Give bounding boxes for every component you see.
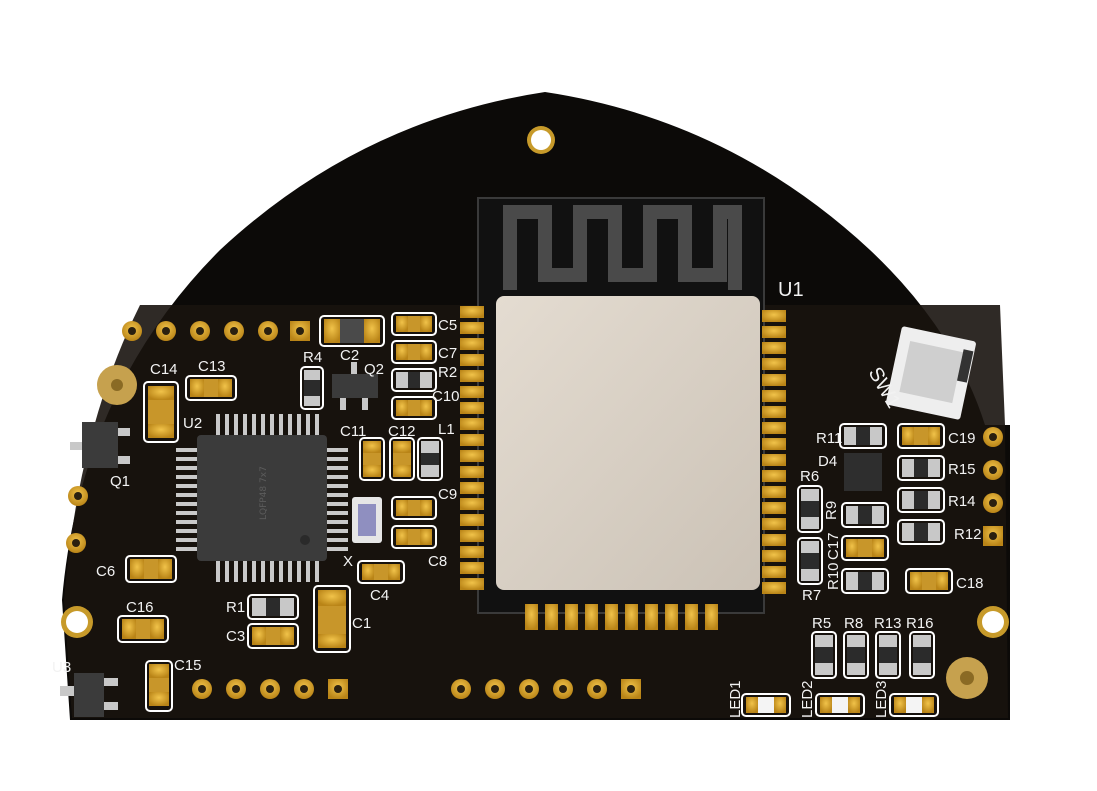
label-led1: LED1 [727,680,744,718]
label-c2: C2 [340,347,359,364]
label-c3: C3 [226,628,245,645]
label-l1: L1 [438,421,455,438]
label-c11: C11 [340,423,366,440]
label-r14: R14 [948,493,976,510]
label-c13: C13 [198,358,226,375]
label-c16: C16 [126,599,154,616]
label-q1: Q1 [110,473,130,490]
label-r9: R9 [823,501,840,520]
label-r11: R11 [816,430,842,447]
label-r13: R13 [874,615,902,632]
label-r15: R15 [948,461,976,478]
label-c15: C15 [174,657,202,674]
label-r8: R8 [844,615,863,632]
label-q2: Q2 [364,361,384,378]
label-r4: R4 [303,349,322,366]
label-c18: C18 [956,575,984,592]
label-c10: C10 [432,388,460,405]
label-c19: C19 [948,430,976,447]
label-c4: C4 [370,587,389,604]
label-r10: R10 [825,562,842,590]
label-led2: LED2 [799,680,816,718]
label-r1: R1 [226,599,245,616]
label-r12: R12 [954,526,982,543]
label-r2: R2 [438,364,457,381]
label-led3: LED3 [873,680,890,718]
label-r6: R6 [800,468,819,485]
label-r7: R7 [802,587,821,604]
label-d4: D4 [818,453,837,470]
label-c17: C17 [825,532,842,560]
module-pads [460,306,786,630]
label-r5: R5 [812,615,831,632]
tactile-switch [886,326,976,420]
label-u2: U2 [183,415,202,432]
label-c5: C5 [438,317,457,334]
label-u3: U3 [52,659,71,676]
label-u1: U1 [778,279,804,301]
label-x: X [343,553,353,570]
wifi-module [477,197,765,614]
label-c9: C9 [438,486,457,503]
antenna-trace-icon [503,205,742,290]
passive-components [60,312,953,717]
mcu-chip: LQFP48 7x7 [176,414,348,582]
silkscreen-labels: U1 U2 SW1 C5 C7 R2 C10 C2 R4 Q2 C14 C13 … [52,279,984,718]
label-c6: C6 [96,563,115,580]
label-c7: C7 [438,345,457,362]
header-far-left [66,486,88,553]
module-shield [496,296,760,590]
mcu-package-text: LQFP48 7x7 [259,466,269,520]
header-bottom-center [451,679,641,699]
header-right [983,427,1003,546]
label-c1: C1 [352,615,371,632]
header-top-left [122,321,310,341]
label-c12: C12 [388,423,416,440]
label-c14: C14 [150,361,178,378]
label-r16: R16 [906,615,934,632]
header-bottom-left [192,679,348,699]
label-c8: C8 [428,553,447,570]
